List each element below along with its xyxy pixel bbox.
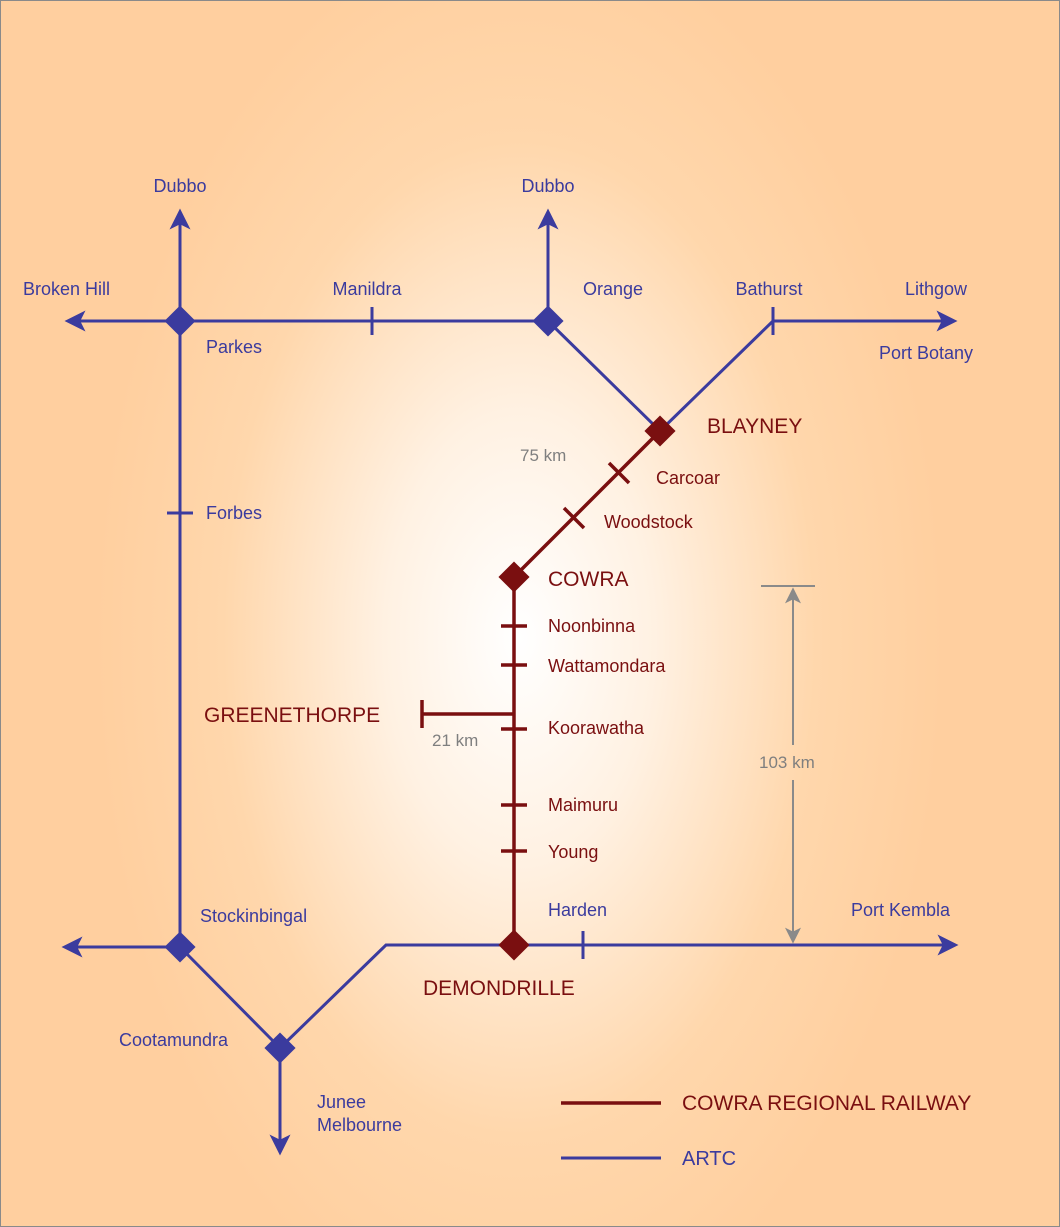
label-lithgow: Lithgow xyxy=(905,279,968,299)
label-blayney: BLAYNEY xyxy=(707,415,802,438)
track-blayney-cowra xyxy=(512,429,662,579)
label-distance-cowra-demondrille: 103 km xyxy=(759,753,815,772)
label-distance-greenethorpe: 21 km xyxy=(432,731,478,750)
label-cootamundra: Cootamundra xyxy=(119,1030,229,1050)
crr-labels: BLAYNEY Carcoar Woodstock COWRA Noonbinn… xyxy=(204,415,802,1000)
track-orange-blayney xyxy=(546,319,662,433)
label-noonbinna: Noonbinna xyxy=(548,616,636,636)
label-melbourne: Melbourne xyxy=(317,1115,402,1135)
label-greenethorpe: GREENETHORPE xyxy=(204,704,380,727)
junction-blayney xyxy=(644,415,676,447)
track-blayney-bathurst xyxy=(658,310,958,433)
station-tick-woodstock xyxy=(562,506,586,530)
label-harden: Harden xyxy=(548,900,607,920)
label-port-botany: Port Botany xyxy=(879,343,973,363)
track-cootamundra-demondrille xyxy=(278,943,514,1050)
junction-parkes xyxy=(164,305,196,337)
artc-network xyxy=(61,208,959,1156)
label-manildra: Manildra xyxy=(332,279,402,299)
junction-cootamundra xyxy=(264,1032,296,1064)
label-distance-blayney-cowra: 75 km xyxy=(520,446,566,465)
label-cowra: COWRA xyxy=(548,568,629,591)
label-carcoar: Carcoar xyxy=(656,468,720,488)
legend-label-artc: ARTC xyxy=(682,1148,736,1170)
label-broken-hill: Broken Hill xyxy=(23,279,110,299)
label-young: Young xyxy=(548,842,598,862)
junction-orange xyxy=(532,305,564,337)
label-junee: Junee xyxy=(317,1092,366,1112)
label-dubbo-east: Dubbo xyxy=(521,176,574,196)
label-orange: Orange xyxy=(583,279,643,299)
artc-labels: Dubbo Dubbo Broken Hill Manildra Orange … xyxy=(23,176,973,1135)
track-stockinbingal-cootamundra xyxy=(178,945,282,1050)
label-parkes: Parkes xyxy=(206,337,262,357)
label-stockinbingal: Stockinbingal xyxy=(200,906,307,926)
label-bathurst: Bathurst xyxy=(735,279,802,299)
label-forbes: Forbes xyxy=(206,503,262,523)
legend: COWRA REGIONAL RAILWAY ARTC xyxy=(561,1092,971,1170)
junction-demondrille xyxy=(498,929,530,961)
label-dubbo-west: Dubbo xyxy=(153,176,206,196)
label-demondrille: DEMONDRILLE xyxy=(423,977,575,1000)
crr-network xyxy=(420,415,676,961)
distance-dimension: 103 km xyxy=(759,585,815,944)
label-wattamondara: Wattamondara xyxy=(548,656,666,676)
label-koorawatha: Koorawatha xyxy=(548,718,645,738)
label-port-kembla: Port Kembla xyxy=(851,900,951,920)
legend-label-crr: COWRA REGIONAL RAILWAY xyxy=(682,1092,971,1115)
label-woodstock: Woodstock xyxy=(604,512,694,532)
label-maimuru: Maimuru xyxy=(548,795,618,815)
station-tick-carcoar xyxy=(607,461,631,485)
